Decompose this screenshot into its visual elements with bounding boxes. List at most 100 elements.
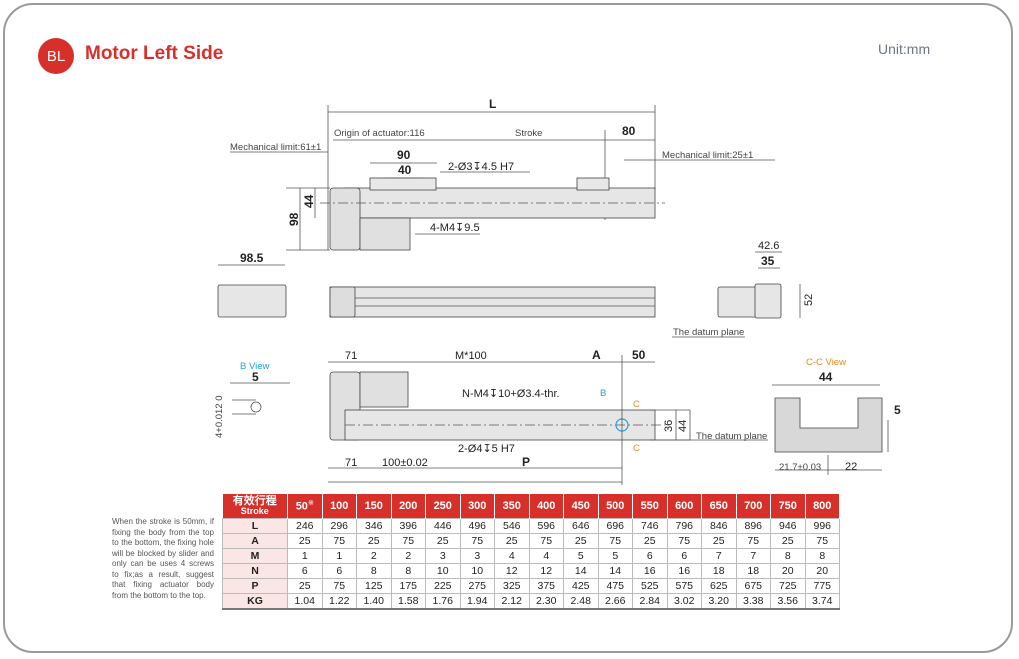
table-cell: 75 <box>459 533 495 549</box>
c-marker-top: C <box>633 399 640 410</box>
table-cell: 125 <box>356 578 392 594</box>
table-cell: 446 <box>425 518 461 534</box>
table-cell: 20 <box>770 563 806 579</box>
row-label: KG <box>222 593 288 610</box>
table-cell: 6 <box>287 563 323 579</box>
dim-A: A <box>592 348 601 362</box>
row-label: M <box>222 548 288 564</box>
dim-98-5: 98.5 <box>240 251 264 265</box>
table-cell: 246 <box>287 518 323 534</box>
table-cell: 7 <box>735 548 771 564</box>
b-dim-5: 5 <box>252 370 259 384</box>
hole-note-bottom: 2-Ø4↧5 H7 <box>458 443 515 455</box>
page-title: Motor Left Side <box>85 43 224 64</box>
cc-dim-44: 44 <box>819 370 833 384</box>
table-cell: 25 <box>425 533 461 549</box>
table-cell: 14 <box>563 563 599 579</box>
stroke-label: Stroke <box>515 128 542 139</box>
stroke-col-header: 100 <box>322 494 357 519</box>
table-cell: 425 <box>563 578 599 594</box>
table-cell: 475 <box>597 578 633 594</box>
table-cell: 375 <box>528 578 564 594</box>
table-cell: 6 <box>321 563 357 579</box>
stroke-header-cn: 有效行程 <box>232 495 277 507</box>
table-cell: 2 <box>356 548 392 564</box>
table-cell: 1.04 <box>287 593 323 610</box>
dim-44-bottom: 44 <box>677 420 689 432</box>
dim-m100: M*100 <box>455 350 487 362</box>
table-cell: 7 <box>701 548 737 564</box>
table-cell: 575 <box>666 578 702 594</box>
table-cell: 946 <box>770 518 806 534</box>
unit-label: Unit:mm <box>878 41 931 57</box>
table-cell: 2.84 <box>632 593 668 610</box>
b-view-title: B View <box>240 361 270 372</box>
stroke-col-header: 550 <box>632 494 668 519</box>
table-cell: 18 <box>701 563 737 579</box>
table-cell: 75 <box>321 578 357 594</box>
table-cell: 75 <box>321 533 357 549</box>
table-cell: 1 <box>287 548 323 564</box>
table-cell: 2.66 <box>597 593 633 610</box>
table-cell: 2 <box>390 548 426 564</box>
table-cell: 20 <box>804 563 840 579</box>
stroke-header-en: Stroke <box>240 506 269 516</box>
note-mark: ※ <box>307 500 314 508</box>
stroke-col-header: 800 <box>805 494 840 519</box>
dim-L: L <box>489 97 496 111</box>
table-cell: 546 <box>494 518 530 534</box>
table-cell: 3.56 <box>770 593 806 610</box>
dim-P: P <box>522 455 530 469</box>
table-cell: 696 <box>597 518 633 534</box>
table-cell: 1.40 <box>356 593 392 610</box>
dim-36: 36 <box>663 420 675 432</box>
stroke-note: When the stroke is 50mm, if fixing the b… <box>112 517 214 600</box>
table-cell: 25 <box>701 533 737 549</box>
table-cell: 8 <box>356 563 392 579</box>
stroke-col-header: 600 <box>667 494 702 519</box>
table-cell: 496 <box>459 518 495 534</box>
stroke-col-header: 50※ <box>287 494 323 519</box>
dim-80: 80 <box>622 124 636 138</box>
cc-dim-22: 22 <box>845 461 857 473</box>
table-cell: 3.38 <box>735 593 771 610</box>
cc-dim-21-7: 21.7±0.03 <box>779 462 821 473</box>
table-cell: 75 <box>597 533 633 549</box>
table-cell: 596 <box>528 518 564 534</box>
table-cell: 525 <box>632 578 668 594</box>
table-cell: 5 <box>597 548 633 564</box>
table-cell: 25 <box>287 533 323 549</box>
row-label: L <box>222 518 288 534</box>
mech-limit-left: Mechanical limit:61±1 <box>230 142 321 153</box>
dim-90: 90 <box>397 148 411 162</box>
row-label: P <box>222 578 288 594</box>
table-cell: 75 <box>528 533 564 549</box>
mech-limit-right: Mechanical limit:25±1 <box>662 150 753 161</box>
dim-98: 98 <box>287 212 301 226</box>
table-cell: 25 <box>563 533 599 549</box>
stroke-col-header: 350 <box>494 494 530 519</box>
cc-dim-5: 5 <box>894 403 901 417</box>
stroke-col-header: 150 <box>356 494 392 519</box>
table-cell: 25 <box>494 533 530 549</box>
hole-note-top: 2-Ø3↧4.5 H7 <box>448 161 514 173</box>
table-cell: 1 <box>321 548 357 564</box>
cc-view-title: C-C View <box>806 357 846 368</box>
table-cell: 25 <box>632 533 668 549</box>
table-cell: 396 <box>390 518 426 534</box>
table-cell: 16 <box>632 563 668 579</box>
section-badge: BL <box>38 38 74 74</box>
stroke-col-header: 650 <box>701 494 737 519</box>
table-cell: 25 <box>356 533 392 549</box>
dim-71-bottom: 71 <box>345 457 357 469</box>
table-cell: 725 <box>770 578 806 594</box>
table-cell: 1.22 <box>321 593 357 610</box>
table-cell: 2.12 <box>494 593 530 610</box>
table-cell: 2.48 <box>563 593 599 610</box>
dim-35: 35 <box>761 254 775 268</box>
stroke-col-header: 300 <box>460 494 495 519</box>
